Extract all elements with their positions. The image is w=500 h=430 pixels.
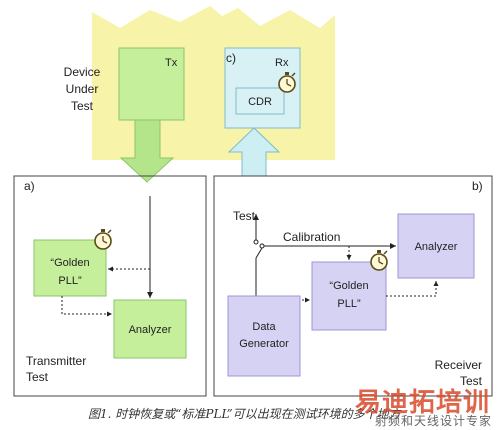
panel-a-caption-line-2: Test: [26, 370, 49, 384]
tx-label: Tx: [165, 57, 178, 69]
panel-a-marker: a): [24, 179, 35, 193]
figure-caption: 图1. 时钟恢复或“标准PLL”可以出现在测试环境的多个地方: [88, 407, 401, 421]
panel-a-analyzer-box: [113, 299, 187, 359]
panel-b-golden-pll-line-2: PLL”: [337, 298, 361, 310]
panel-b-data-generator-line-2: Generator: [239, 338, 289, 350]
panel-a-golden-pll-line-2: PLL”: [58, 275, 82, 287]
stopwatch-icon-panel-b: [370, 249, 388, 271]
panel-b-analyzer-label: Analyzer: [415, 241, 458, 253]
stopwatch-icon-panel-a: [94, 228, 112, 250]
panel-b-pll-to-analyzer-line: [386, 281, 439, 297]
panel-b-frame: [213, 175, 493, 397]
dut-label-line-3: Test: [71, 99, 94, 113]
panel-b-switch-contact-test: [253, 239, 259, 245]
panel-b-marker: b): [472, 179, 483, 193]
panel-a-golden-pll-box: [33, 239, 107, 297]
panel-b-data-generator-box: [227, 295, 301, 377]
rx-input-arrow: [227, 127, 281, 177]
cdr-box: [235, 87, 285, 115]
panel-b-caption-line-2: Test: [460, 374, 483, 388]
tx-output-arrow: [119, 119, 175, 183]
panel-a-golden-pll-line-1: “Golden: [50, 257, 89, 269]
cdr-label: CDR: [248, 96, 272, 108]
panel-b-analyzer-box: [397, 213, 475, 279]
panel-a-caption-line-1: Transmitter: [26, 354, 86, 368]
panel-b-caption-line-1: Receiver: [435, 358, 482, 372]
panel-b-golden-pll-line-1: “Golden: [329, 280, 368, 292]
panel-a-frame: [13, 175, 207, 397]
panel-b-golden-pll-box: [311, 261, 387, 331]
panel-a-analyzer-label: Analyzer: [129, 324, 172, 336]
panel-b-data-generator-line-1: Data: [252, 321, 276, 333]
panel-b-switch-contact-cal: [259, 243, 265, 249]
panel-b-test-label: Test: [233, 209, 256, 223]
tx-box: [118, 47, 185, 121]
watermark-tagline: 射频和天线设计专家: [374, 414, 492, 428]
dut-label-line-2: Under: [66, 82, 99, 96]
watermark-logo-text: 易迪拓培训: [354, 388, 490, 418]
panel-a-pll-to-analyzer-line: [61, 296, 112, 317]
rx-marker-c: c): [226, 51, 236, 65]
panel-b-calibration-label: Calibration: [283, 230, 340, 244]
panel-b-switch-blade: [255, 247, 263, 259]
dut-label-line-1: Device: [64, 65, 101, 79]
rx-label: Rx: [275, 57, 289, 69]
